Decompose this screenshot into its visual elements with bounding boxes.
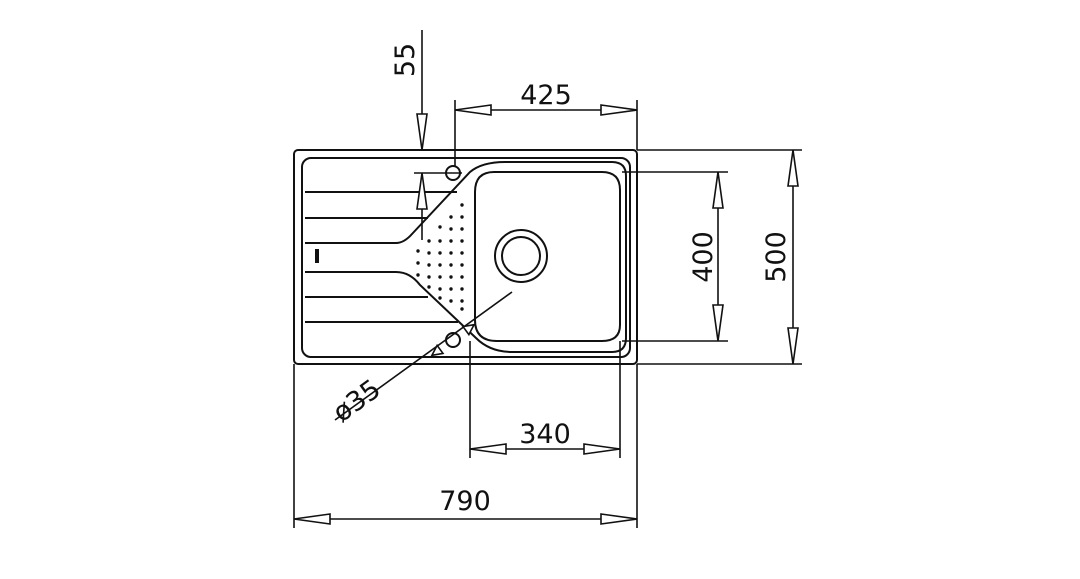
perforation-dot [438,239,442,243]
perforation-dot [460,215,464,219]
perforation-dot [427,285,431,289]
dimension-bowl-depth: 400 [622,171,728,342]
perforation-dot [449,239,453,243]
dimension-label-400: 400 [688,231,719,283]
perforation-dot [460,227,464,231]
dimension-label-790: 790 [439,486,491,517]
perforation-dot [460,251,464,255]
dimension-overall-depth: 500 [637,149,802,365]
perforation-dot [416,273,420,277]
drainer-perforations [416,203,464,311]
perforation-dot [460,203,464,207]
perforation-dot [449,263,453,267]
perforation-dot [449,215,453,219]
perforation-dot [438,263,442,267]
perforation-dot [438,287,442,291]
perforation-dot [449,287,453,291]
perforation-dot [438,275,442,279]
perforation-dot [460,263,464,267]
drain-outlet [494,229,548,283]
dimension-label-500: 500 [761,231,792,283]
perforation-dot [427,239,431,243]
perforation-dot [449,227,453,231]
perforation-dot [438,296,442,300]
perforation-dot [460,299,464,303]
perforation-dot [416,261,420,265]
perforation-dot [460,239,464,243]
dimension-hole-diameter: ø35 [327,291,513,429]
perforation-dot [449,251,453,255]
dimension-label-425: 425 [520,80,572,111]
dimension-overall-width: 790 [293,364,638,528]
dimension-label-diameter: ø35 [327,374,386,429]
perforation-dot [460,287,464,291]
dimension-bowl-offset: 425 [454,80,638,166]
perforation-dot [416,249,420,253]
dimension-tap-offset: 55 [390,30,462,240]
dimension-label-55: 55 [390,43,421,77]
perforation-dot [438,225,442,229]
perforation-dot [427,251,431,255]
dimension-label-340: 340 [519,419,571,450]
perforation-dot [460,307,464,311]
perforation-dot [438,251,442,255]
perforation-dot [460,275,464,279]
perforation-dot [427,263,431,267]
dimension-bowl-width: 340 [469,341,621,458]
perforation-dot [449,275,453,279]
perforation-dot [427,275,431,279]
sink-outline [293,149,638,365]
perforation-dot [449,299,453,303]
